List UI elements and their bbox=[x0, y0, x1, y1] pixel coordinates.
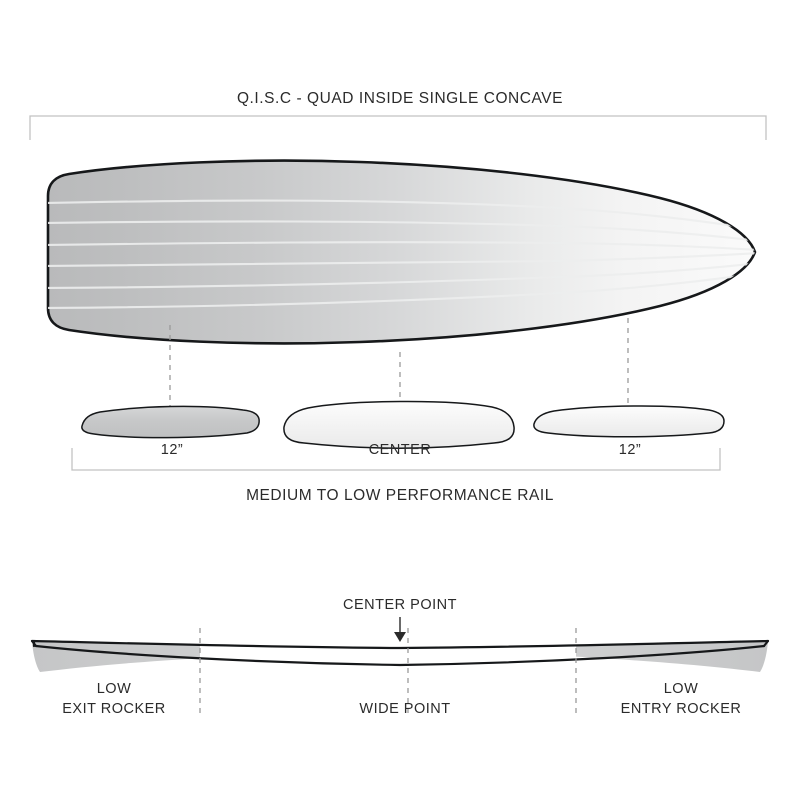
low-exit-rocker-line1: LOW bbox=[97, 681, 132, 697]
rocker-marker-lines bbox=[199, 628, 577, 716]
top-bracket bbox=[29, 115, 767, 140]
low-entry-rocker-line2: ENTRY ROCKER bbox=[621, 701, 742, 717]
rail-section-caption: MEDIUM TO LOW PERFORMANCE RAIL bbox=[246, 487, 554, 504]
low-entry-rocker-label: LOW ENTRY ROCKER bbox=[621, 681, 742, 717]
rail-cross-section-tail bbox=[81, 405, 260, 439]
surfboard-outline-top-view bbox=[46, 159, 757, 345]
low-entry-rocker-line1: LOW bbox=[664, 681, 699, 697]
rail-cross-section-center bbox=[283, 400, 515, 449]
low-exit-rocker-label: LOW EXIT ROCKER bbox=[62, 681, 166, 717]
low-exit-rocker-line2: EXIT ROCKER bbox=[62, 701, 166, 717]
page-title: Q.I.S.C - QUAD INSIDE SINGLE CONCAVE bbox=[237, 90, 563, 107]
center-point-arrow-icon bbox=[394, 617, 406, 642]
rail-label-tail: 12” bbox=[161, 442, 183, 458]
rail-label-center: CENTER bbox=[369, 442, 432, 458]
rocker-profile-side-view bbox=[30, 639, 770, 672]
wide-point-label: WIDE POINT bbox=[359, 701, 450, 717]
wide-point-line1: WIDE POINT bbox=[359, 701, 450, 717]
single-concave-contours bbox=[48, 199, 755, 310]
rail-label-nose: 12” bbox=[619, 442, 641, 458]
center-point-label: CENTER POINT bbox=[343, 597, 457, 613]
rail-leader-lines bbox=[169, 318, 629, 406]
rail-cross-section-nose bbox=[533, 405, 725, 438]
rail-bracket bbox=[71, 448, 721, 471]
